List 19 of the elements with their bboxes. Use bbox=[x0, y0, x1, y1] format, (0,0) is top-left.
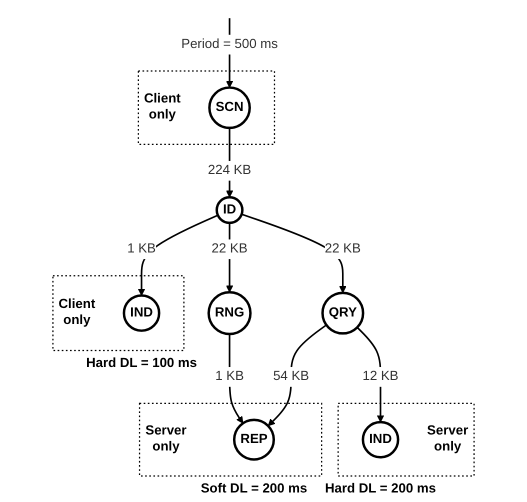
edge-label: 12 KB bbox=[362, 370, 399, 384]
node-circle: RNG bbox=[207, 290, 252, 336]
deadline-note: Soft DL = 200 ms bbox=[200, 480, 308, 496]
edge-label: Period = 500 ms bbox=[181, 37, 278, 52]
edge-label: 22 KB bbox=[324, 242, 361, 256]
node-circle: IND bbox=[122, 294, 160, 332]
node-circle: ID bbox=[216, 196, 244, 224]
arrow bbox=[268, 324, 327, 426]
edge-label: 1 KB bbox=[215, 370, 244, 384]
node-circle: REP bbox=[232, 418, 275, 461]
edge-label: 224 KB bbox=[208, 163, 252, 178]
node-circle: QRY bbox=[321, 292, 364, 335]
node-circle: SCN bbox=[208, 86, 251, 130]
deadline-note: Hard DL = 200 ms bbox=[325, 480, 436, 496]
edge-label: 1 KB bbox=[127, 242, 156, 256]
edge-label: 22 KB bbox=[212, 242, 248, 256]
edge-label: 54 KB bbox=[273, 370, 310, 384]
node-circle: IND bbox=[362, 420, 400, 458]
deadline-note: Hard DL = 100 ms bbox=[86, 355, 197, 370]
